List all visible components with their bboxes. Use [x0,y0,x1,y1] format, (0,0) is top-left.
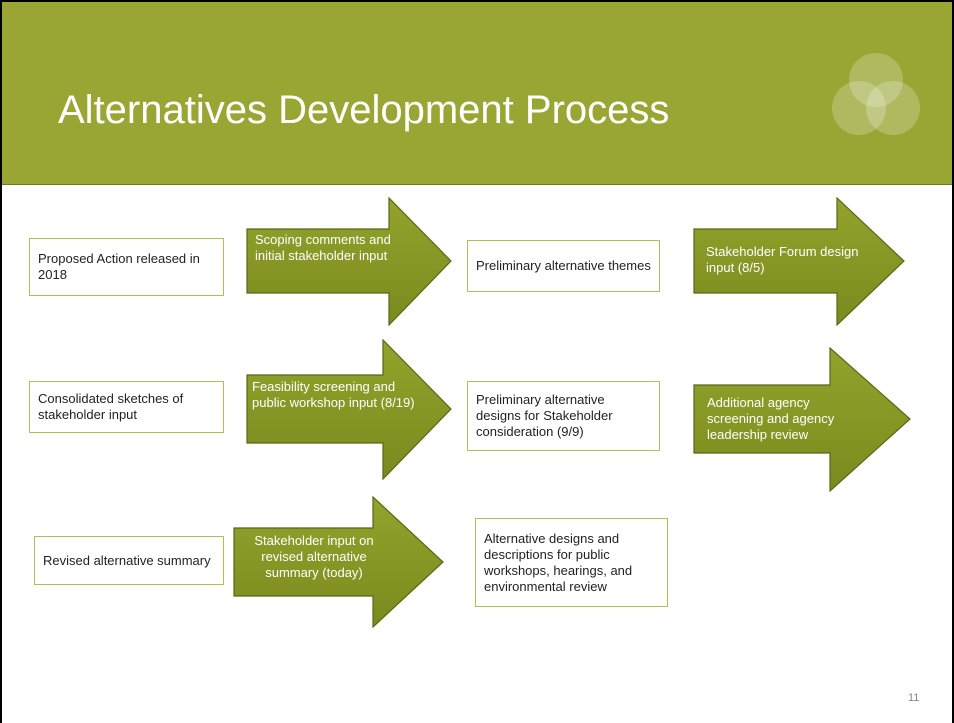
process-arrow: Scoping comments and initial stakeholder… [246,197,452,326]
input-box: Consolidated sketches of stakeholder inp… [29,381,224,433]
output-box: Preliminary alternative themes [467,240,660,292]
input-box: Proposed Action released in 2018 [29,238,224,296]
arrow-label: Stakeholder Forum design input (8/5) [706,244,859,275]
page-number: 11 [908,692,920,704]
arrow-label: Scoping comments and initial stakeholder… [255,232,391,263]
slide-title: Alternatives Development Process [58,88,670,132]
process-arrow: Stakeholder input on revised alternative… [233,496,444,628]
process-arrow: Stakeholder Forum design input (8/5) [693,197,905,326]
output-box: Preliminary alternative designs for Stak… [467,381,660,451]
process-arrow: Additional agency screening and agency l… [693,347,911,492]
process-arrow: Feasibility screening and public worksho… [246,339,452,480]
arrow-label: Additional agency screening and agency l… [707,395,835,442]
overlapping-circles-icon [832,53,920,135]
arrow-label: Stakeholder input on revised alternative… [254,533,374,580]
title-banner: Alternatives Development Process [2,2,952,185]
arrow-label: Feasibility screening and public worksho… [252,379,415,410]
output-box: Alternative designs and descriptions for… [475,518,668,607]
input-box: Revised alternative summary [34,536,224,585]
